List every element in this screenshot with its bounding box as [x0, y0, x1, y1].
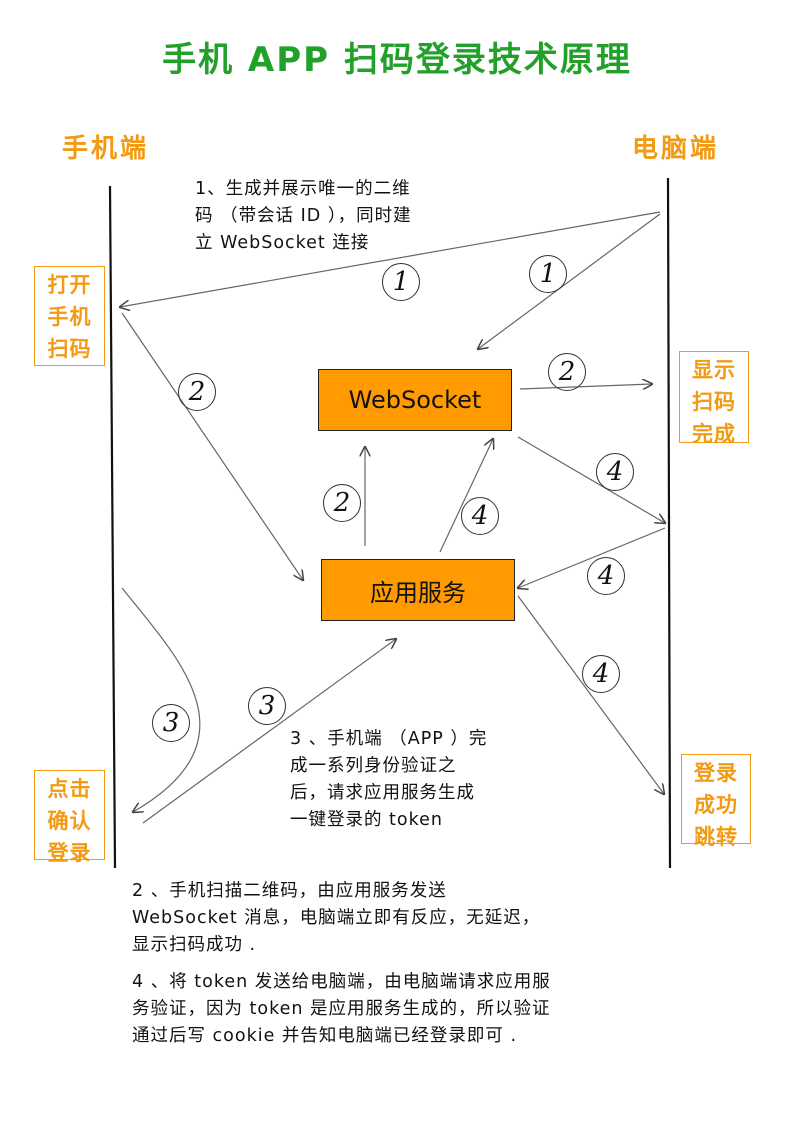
step-marker-3: 3 [248, 687, 286, 725]
step-tag-login-success: 登录 成功 跳转 [681, 754, 751, 849]
arrow-mobile-to-appservice [121, 312, 303, 580]
step-marker-4: 4 [596, 453, 634, 491]
arrow-websocket-to-pc-token [517, 436, 665, 523]
arrow-websocket-to-pc [519, 384, 652, 389]
tag-line: 完成 [692, 422, 736, 446]
note-line: 通过后写 cookie 并告知电脑端已经登录即可 . [132, 1026, 518, 1046]
step-marker-4: 4 [587, 557, 625, 595]
step-marker-3: 3 [152, 704, 190, 742]
mobile-lifeline [108, 185, 117, 869]
tag-line: 扫码 [47, 337, 92, 361]
note-line: 务验证，因为 token 是应用服务生成的，所以验证 [132, 999, 551, 1019]
tag-line: 显示 [692, 358, 736, 382]
note-line: 后，请求应用服务生成 [290, 783, 475, 803]
note-step-2: 2 、手机扫描二维码，由应用服务发送 WebSocket 消息，电脑端立即有反应… [132, 878, 540, 959]
arrow-pc-to-mobile [120, 211, 661, 307]
note-line: 3 、手机端 （APP ）完 [290, 729, 488, 749]
tag-line: 登录 [47, 841, 92, 865]
note-line: 成一系列身份验证之 [290, 756, 457, 776]
app-service-box: 应用服务 [321, 559, 515, 621]
tag-line: 打开 [47, 273, 92, 297]
tag-line: 成功 [694, 793, 738, 817]
step-marker-4: 4 [461, 497, 499, 535]
step-marker-2: 2 [178, 373, 216, 411]
arrow-appservice-to-pc-success [517, 595, 664, 794]
tag-line: 确认 [47, 809, 92, 833]
pc-lifeline [666, 177, 672, 869]
step-marker-1: 1 [382, 263, 420, 301]
note-line: 2 、手机扫描二维码，由应用服务发送 [132, 881, 447, 901]
note-step-4: 4 、将 token 发送给电脑端，由电脑端请求应用服 务验证，因为 token… [132, 969, 551, 1050]
step-marker-4: 4 [582, 655, 620, 693]
arrow-pc-to-websocket [478, 213, 661, 349]
note-line: 立 WebSocket 连接 [195, 233, 370, 253]
note-step-3: 3 、手机端 （APP ）完 成一系列身份验证之 后，请求应用服务生成 一键登录… [290, 726, 487, 834]
note-line: 一键登录的 token [290, 810, 443, 830]
page-title: 手机 APP 扫码登录技术原理 [162, 40, 632, 80]
arrow-appservice-to-websocket-token [439, 439, 493, 553]
step-tag-confirm-login: 点击 确认 登录 [34, 770, 105, 865]
pc-lane-label: 电脑端 [632, 134, 720, 164]
step-marker-2: 2 [323, 484, 361, 522]
arrow-pc-to-appservice [518, 527, 666, 588]
tag-line: 登录 [694, 761, 738, 785]
note-step-1: 1、生成并展示唯一的二维 码 （带会话 ID ），同时建 立 WebSocket… [195, 176, 412, 257]
note-line: 码 （带会话 ID ），同时建 [195, 206, 412, 226]
tag-line: 点击 [47, 777, 92, 801]
step-tag-scan-complete: 显示 扫码 完成 [679, 351, 749, 446]
mobile-lane-label: 手机端 [62, 134, 150, 164]
arrow-mobile-confirm-curve [121, 587, 201, 812]
note-line: 4 、将 token 发送给电脑端，由电脑端请求应用服 [132, 972, 551, 992]
note-line: WebSocket 消息，电脑端立即有反应，无延迟， [132, 908, 541, 928]
websocket-box: WebSocket [318, 369, 512, 431]
tag-line: 跳转 [694, 825, 738, 849]
tag-line: 手机 [47, 305, 92, 329]
step-tag-open-scanner: 打开 手机 扫码 [34, 266, 105, 366]
arrow-mobile-to-appservice-token [142, 639, 396, 824]
step-marker-1: 1 [529, 255, 567, 293]
tag-line: 扫码 [692, 390, 736, 414]
step-marker-2: 2 [548, 353, 586, 391]
note-line: 1、生成并展示唯一的二维 [195, 179, 411, 199]
note-line: 显示扫码成功 . [132, 935, 257, 955]
